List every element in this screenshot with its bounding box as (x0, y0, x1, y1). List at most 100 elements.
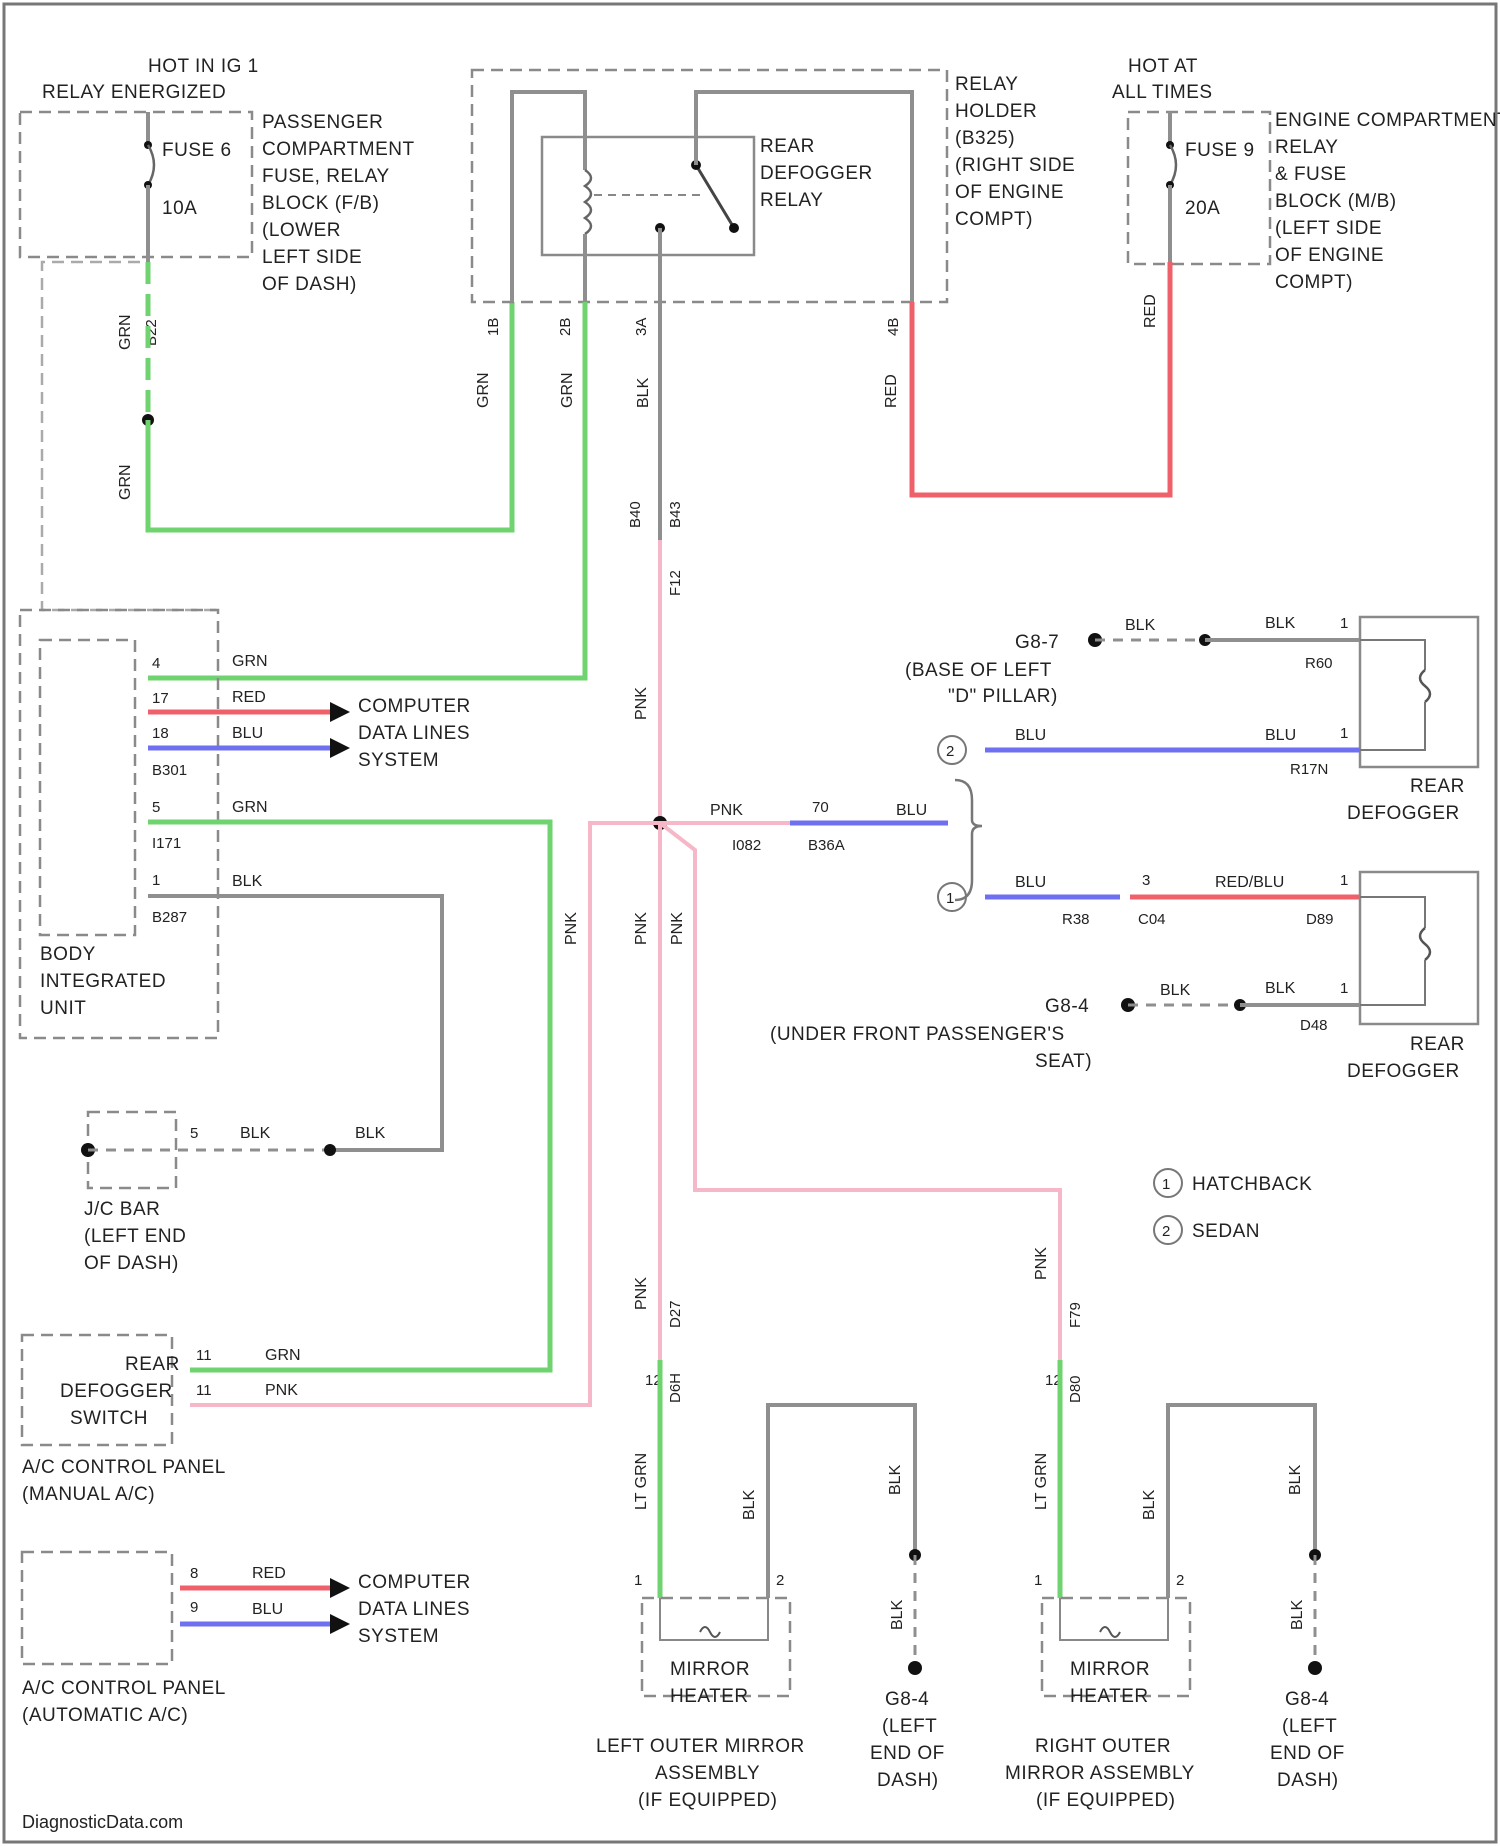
acm-pin-1: 11 (196, 1347, 212, 1364)
mb-3: & FUSE (1275, 164, 1347, 185)
aca-pin-8: 8 (190, 1565, 198, 1582)
arrow-blu-2 (330, 1614, 350, 1634)
acm-sw-1: REAR (125, 1354, 180, 1375)
mb-1: ENGINE COMPARTMENT (1275, 110, 1500, 131)
rh-3: (B325) (955, 128, 1015, 149)
legend-sedan: SEDAN (1192, 1221, 1260, 1242)
lm-heater-2: HEATER (670, 1686, 749, 1707)
conn-70: 70 (812, 799, 829, 816)
lm-heater-element (700, 1627, 720, 1637)
arrow-red-2 (330, 1578, 350, 1598)
relay-pin-1b: 1B (485, 318, 502, 336)
fb-block-box (20, 112, 252, 257)
acm-panel-1: A/C CONTROL PANEL (22, 1457, 226, 1478)
df1-name-2: DEFOGGER (1347, 803, 1460, 824)
bu-name-1: BODY (40, 944, 96, 965)
rh-4: (RIGHT SIDE (955, 155, 1075, 176)
bu-pin-4: 4 (152, 655, 160, 672)
wire-grn-relay-body (148, 302, 585, 678)
jc-name-1: J/C BAR (84, 1199, 160, 1220)
fuse-6-rating: 10A (162, 198, 197, 219)
rh-5: OF ENGINE (955, 182, 1064, 203)
df2-pin3: 3 (1142, 872, 1150, 889)
defogger-2-element (1420, 928, 1430, 960)
wl-sedan-blu2: BLU (1265, 727, 1296, 744)
fuse-9-rating: 20A (1185, 198, 1220, 219)
rm-gnd-4: DASH) (1277, 1770, 1339, 1791)
bu-code-i171: I171 (152, 835, 181, 852)
rm-gnd-1: G8-4 (1285, 1689, 1329, 1710)
rm-code: D80 (1067, 1375, 1084, 1403)
cd2-3: SYSTEM (358, 1626, 439, 1647)
bu-pin-18: 18 (152, 725, 169, 742)
rear-defogger-relay: REAR DEFOGGER RELAY 1B 2B 3A 4B (472, 70, 947, 336)
pr-header-2: ALL TIMES (1112, 82, 1213, 103)
df-d48: D48 (1300, 1017, 1328, 1034)
lm-gnd-1: G8-4 (885, 1689, 929, 1710)
acm-pin-2: 11 (196, 1382, 212, 1399)
g84-code: G8-4 (1045, 996, 1089, 1017)
wl-lm-blk1: BLK (741, 1489, 758, 1520)
acm-sw-3: SWITCH (70, 1408, 148, 1429)
power-left-header-2: RELAY ENERGIZED (42, 82, 226, 103)
wl-g87-blk2: BLK (1265, 615, 1296, 632)
rm-heater-1: MIRROR (1070, 1659, 1150, 1680)
fb-line-3: FUSE, RELAY (262, 166, 390, 187)
g87-code: G8-7 (1015, 632, 1059, 653)
relay-holder-label: RELAY HOLDER (B325) (RIGHT SIDE OF ENGIN… (955, 74, 1075, 230)
relay-name-1: REAR (760, 136, 815, 157)
legend-1-num: 1 (1162, 1176, 1170, 1193)
legend-hatchback: HATCHBACK (1192, 1174, 1312, 1195)
wl-pnk-3: PNK (633, 912, 650, 945)
wire-blk-lmirror (768, 1405, 915, 1598)
df-d89: D89 (1306, 911, 1334, 928)
body-unit-inner (40, 640, 135, 935)
wl-g84-blk1: BLK (1160, 982, 1191, 999)
mb-5: (LEFT SIDE (1275, 218, 1382, 239)
mb-2: RELAY (1275, 137, 1338, 158)
df2-name-2: DEFOGGER (1347, 1061, 1460, 1082)
ac-manual-panel: REAR DEFOGGER SWITCH 11 11 GRN PNK A/C C… (22, 1335, 301, 1505)
df1-pin2: 1 (1340, 725, 1348, 742)
jc-bar-ground: 5 BLK BLK J/C BAR (LEFT END OF DASH) (81, 1112, 386, 1274)
g84-desc-1: (UNDER FRONT PASSENGER'S (770, 1024, 1065, 1045)
wl-pnk-2: PNK (563, 912, 580, 945)
wl-red-1: RED (1142, 294, 1159, 328)
wl-aca-blu: BLU (252, 1601, 283, 1618)
lm-code: D6H (667, 1373, 684, 1403)
lm-asm-2: ASSEMBLY (655, 1763, 760, 1784)
wl-grn-4: GRN (559, 372, 576, 408)
wl-rm-blk2: BLK (1287, 1464, 1304, 1495)
wl-bu-grn2: GRN (232, 799, 268, 816)
jc-pin-5: 5 (190, 1125, 198, 1142)
defogger-1-element (1420, 670, 1430, 702)
df-r38: R38 (1062, 911, 1090, 928)
relay-pin-3a: 3A (633, 318, 650, 336)
conn-b43: B43 (667, 501, 684, 528)
wl-lm-blk2: BLK (887, 1464, 904, 1495)
pr-header-1: HOT AT (1128, 56, 1198, 77)
g87-desc-1: (BASE OF LEFT (905, 660, 1052, 681)
fb-to-body-dashed (42, 262, 218, 610)
cd1-1: COMPUTER (358, 696, 471, 717)
wire-pnk-rmirror (660, 823, 1060, 1360)
mb-block-box (1128, 112, 1270, 264)
watermark: DiagnosticData.com (22, 1812, 183, 1832)
lm-gnd-4: DASH) (877, 1770, 939, 1791)
wire-grn-body-ac (148, 822, 550, 1370)
wl-lm-blk3: BLK (889, 1599, 906, 1630)
fb-line-5: (LOWER (262, 220, 341, 241)
variant-marker-2-num: 2 (946, 743, 954, 760)
rear-defogger-hatchback: 1 1 REAR DEFOGGER (1340, 872, 1478, 1082)
wl-rm-blk1: BLK (1141, 1489, 1158, 1520)
wire-blk-rmirror (1168, 1405, 1315, 1598)
defogger-2-box (1360, 872, 1478, 1024)
fuse-6-symbol (148, 145, 154, 185)
aca-panel-1: A/C CONTROL PANEL (22, 1678, 226, 1699)
wl-hatch-blu: BLU (1015, 874, 1046, 891)
df-r60: R60 (1305, 655, 1333, 672)
rm-pin2: 2 (1176, 1572, 1184, 1589)
rm-heater-element (1100, 1627, 1120, 1637)
df1-name-1: REAR (1410, 776, 1465, 797)
wl-pnk-1: PNK (633, 687, 650, 720)
